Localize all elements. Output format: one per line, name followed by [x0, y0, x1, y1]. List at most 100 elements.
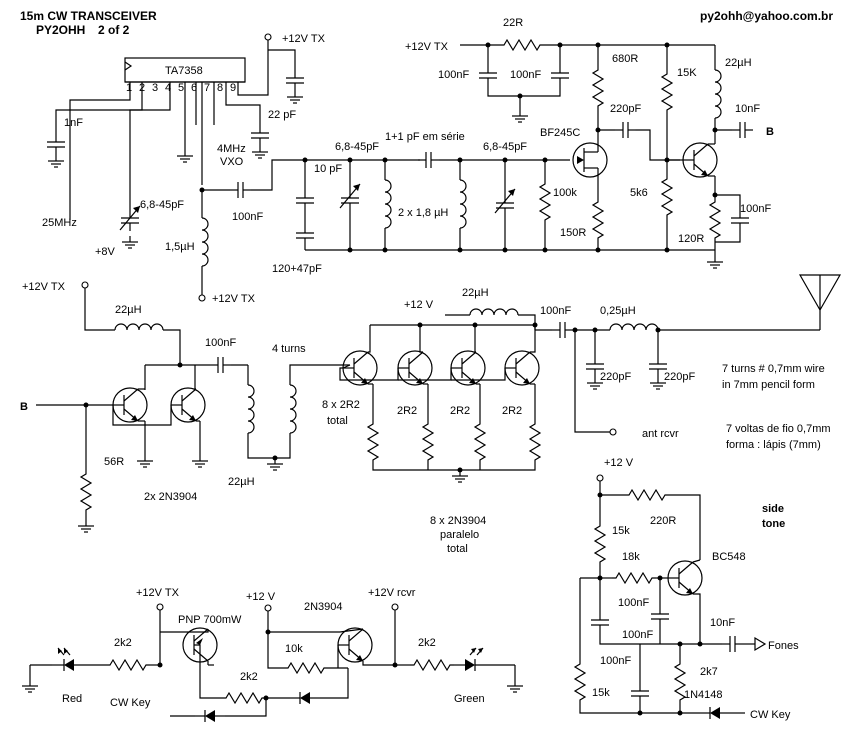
ind-22uh-pa: 22µH — [462, 287, 489, 299]
pin-9: 9 — [230, 82, 236, 94]
supply-8v: +8V — [95, 246, 116, 258]
supply-12v-led: +12 V — [246, 591, 276, 603]
res-15k: 15K — [677, 67, 697, 79]
ind-22uh-top: 22µH — [725, 57, 752, 69]
cap-100nf-st-a: 100nF — [618, 597, 649, 609]
supply-12v-tx-r: +12V TX — [405, 41, 449, 53]
page-number: 2 of 2 — [98, 23, 130, 37]
cap-120-47: 120+47pF — [272, 263, 322, 275]
npn-paralelo: paralelo — [440, 529, 479, 541]
res-2r2-c: 2R2 — [502, 405, 522, 417]
pin-7: 7 — [204, 82, 210, 94]
supply-12v-tx-l: +12V TX — [212, 293, 256, 305]
res-2k2-a: 2k2 — [114, 637, 132, 649]
supply-12v-tx-drv: +12V TX — [22, 281, 66, 293]
bc548-label: BC548 — [712, 551, 746, 563]
cap-10nf-st: 10nF — [710, 617, 735, 629]
cap-22pf: 22 pF — [268, 109, 296, 121]
supply-12v-st: +12 V — [604, 457, 634, 469]
res-15k-b: 15k — [592, 687, 610, 699]
cap-220pf-a: 220pF — [600, 371, 631, 383]
cap-100nf-drv: 100nF — [205, 337, 236, 349]
diode-1n4148: 1N4148 — [684, 689, 723, 701]
res-15k-a: 15k — [612, 525, 630, 537]
xtal-25mhz: 25MHz — [42, 217, 77, 229]
jfet-bf245c — [572, 142, 608, 178]
res-680r: 680R — [612, 53, 638, 65]
res-8x2r2: 8 x 2R2 — [322, 399, 360, 411]
npn-2x-label: 2x 2N3904 — [144, 491, 197, 503]
ant-rcvr: ant rcvr — [642, 428, 679, 440]
led-red-icon — [52, 647, 106, 671]
pin-4: 4 — [165, 82, 171, 94]
cap-10pf: 10 pF — [314, 163, 342, 175]
res-220r: 220R — [650, 515, 676, 527]
cap-1nf: 1nF — [64, 117, 83, 129]
page-title: 15m CW TRANSCEIVER — [20, 9, 157, 23]
xfmr-4-turns: 4 turns — [272, 343, 306, 355]
res-2k7: 2k7 — [700, 666, 718, 678]
node-b-out: B — [766, 126, 774, 138]
res-120r: 120R — [678, 233, 704, 245]
cap-100nf-st-c: 100nF — [600, 655, 631, 667]
pin-8: 8 — [217, 82, 223, 94]
ic-ta7358: TA7358 — [124, 57, 246, 83]
vxo-label-1: 4MHz — [217, 143, 246, 155]
res-22r: 22R — [503, 17, 523, 29]
pin-1: 1 — [126, 82, 132, 94]
author-label: PY2OHH — [36, 23, 85, 37]
supply-12v-rcvr: +12V rcvr — [368, 587, 416, 599]
cw-key-led: CW Key — [110, 697, 151, 709]
note-pt-2: forma : lápis (7mm) — [726, 439, 821, 451]
res-2r2-a: 2R2 — [397, 405, 417, 417]
pin-6: 6 — [191, 82, 197, 94]
antenna-icon — [798, 274, 842, 330]
cap-100nf-out: 100nF — [540, 305, 571, 317]
res-2k2-b: 2k2 — [240, 671, 258, 683]
green-label: Green — [454, 693, 485, 705]
note-en-1: 7 turns # 0,7mm wire — [722, 363, 825, 375]
trim-vxo: 6,8-45pF — [140, 199, 184, 211]
led-green-icon — [465, 647, 515, 671]
ic-label: TA7358 — [165, 65, 203, 77]
cap-100nf-st-b: 100nF — [622, 629, 653, 641]
res-10k: 10k — [285, 643, 303, 655]
npn-total: total — [447, 543, 468, 555]
pnp-label: PNP 700mW — [178, 614, 242, 626]
side-tone-2: tone — [762, 518, 785, 530]
res-5k6: 5k6 — [630, 187, 648, 199]
cap-10nf-top: 10nF — [735, 103, 760, 115]
cap-series: 1+1 pF em série — [385, 131, 465, 143]
fones-label: Fones — [768, 640, 799, 652]
cap-100nf-vxo: 100nF — [232, 211, 263, 223]
res-56r: 56R — [104, 456, 124, 468]
res-total: total — [327, 415, 348, 427]
cw-key-st: CW Key — [750, 709, 791, 721]
cap-100nf-a: 100nF — [438, 69, 469, 81]
supply-12v-tx-top: +12V TX — [282, 33, 326, 45]
ind-22uh-drv: 22µH — [115, 304, 142, 316]
res-2k2-c: 2k2 — [418, 637, 436, 649]
author-email: py2ohh@yahoo.com.br — [700, 9, 833, 23]
npn-8x-label: 8 x 2N3904 — [430, 515, 486, 527]
ind-0-25uh: 0,25µH — [600, 305, 636, 317]
pin-3: 3 — [152, 82, 158, 94]
res-100k: 100k — [553, 187, 577, 199]
jfet-label: BF245C — [540, 127, 580, 139]
node-b-in: B — [20, 401, 28, 413]
note-pt-1: 7 voltas de fio 0,7mm — [726, 423, 831, 435]
cap-100nf-b: 100nF — [510, 69, 541, 81]
cap-220pf: 220pF — [610, 103, 641, 115]
ind-2x1-8uh: 2 x 1,8 µH — [398, 207, 448, 219]
side-tone-1: side — [762, 503, 784, 515]
trim-2: 6,8-45pF — [483, 141, 527, 153]
supply-12v-pa: +12 V — [404, 299, 434, 311]
red-label: Red — [62, 693, 82, 705]
supply-12v-tx-led: +12V TX — [136, 587, 180, 599]
ind-22uh-xfmr: 22µH — [228, 476, 255, 488]
res-18k: 18k — [622, 551, 640, 563]
res-2r2-b: 2R2 — [450, 405, 470, 417]
vxo-label-2: VXO — [220, 156, 244, 168]
note-en-2: in 7mm pencil form — [722, 379, 815, 391]
